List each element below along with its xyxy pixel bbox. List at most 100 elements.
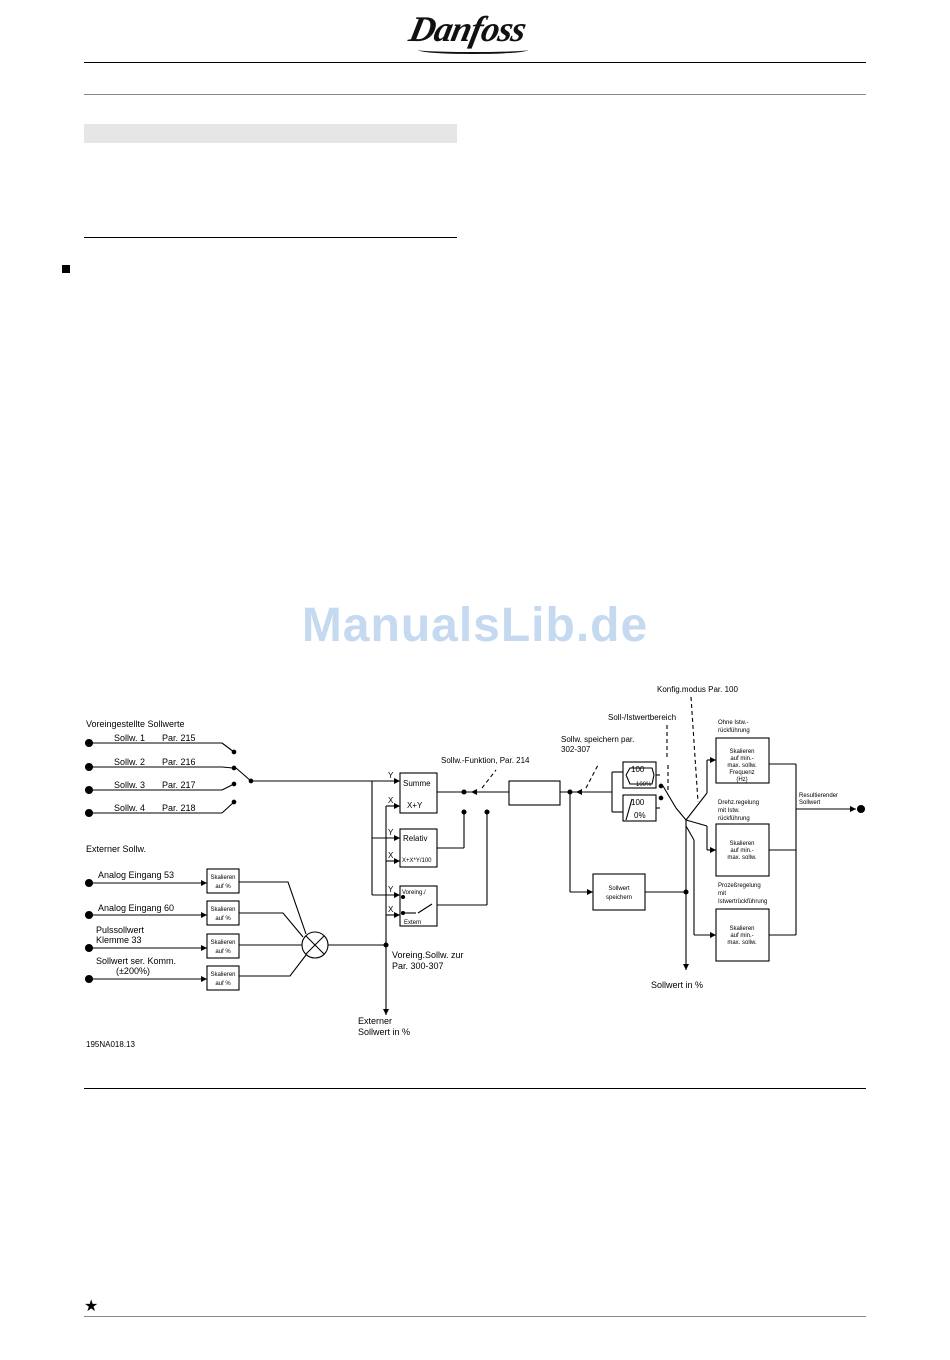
store-output [560, 764, 612, 895]
mode2-title-2: mit Istw. [718, 808, 740, 814]
diagram-label: Par. 218 [162, 803, 196, 813]
diagram-label: 0% [634, 811, 646, 820]
mode1-scale-box: Skalieren auf min.- max. sollw. Frequenz… [715, 737, 770, 784]
footer-rule-bottom [84, 1316, 866, 1317]
mode2-title-1: Drehz.regelung [718, 800, 759, 806]
ext-input-serial-comm: Sollwert ser. Komm. (±200%) Skalieren au… [84, 954, 307, 991]
diagram-label: Y [388, 828, 394, 837]
diagram-label: max. sollw. [727, 855, 757, 861]
section-heading-bar [84, 124, 457, 143]
diagram-label: Klemme 33 [96, 935, 142, 945]
external-group-label: Externer Sollw. [86, 844, 146, 854]
reference-block-diagram: Voreingestellte Sollwerte Sollw. 1 Par. … [84, 685, 866, 1049]
diagram-label: Sollw. 1 [114, 733, 145, 743]
diagram-label: auf min.- [730, 848, 753, 854]
drawing-id: 195NA018.13 [86, 1040, 135, 1049]
diagram-label: Summe [403, 779, 431, 788]
diagram-label: Y [388, 771, 394, 780]
diagram-label: 100 [631, 765, 645, 774]
reference-save-box: Sollwert speichern [592, 873, 689, 911]
diagram-label: Sollw. 3 [114, 780, 145, 790]
diagram-label: X [388, 796, 394, 805]
mode3-title-2: mit [718, 891, 726, 897]
diagram-label: auf min.- [730, 756, 753, 762]
diagram-label: Extern [404, 920, 421, 926]
preset-selector-switch [231, 749, 372, 805]
diagram-label: X [388, 851, 394, 860]
sollw-function-label: Sollw.-Funktion, Par. 214 [441, 756, 530, 765]
diagram-label: Sollw. 4 [114, 803, 145, 813]
relative-block: Relativ X+X*Y/100 [399, 828, 438, 868]
mode1-title-2: rückführung [718, 728, 750, 734]
save-par-label-2: 302-307 [561, 745, 591, 754]
ext-input-pulse-33: Pulssollwert Klemme 33 Skalieren auf % [84, 925, 302, 959]
diagram-label: (±200%) [116, 966, 150, 976]
diagram-label: Analog Eingang 53 [98, 870, 174, 880]
range-selector: 100 -100% 100 0% [611, 761, 687, 822]
logo-swoosh [418, 46, 528, 54]
result-label-2: Sollwert [799, 800, 821, 806]
footer-rule-top [84, 1088, 866, 1089]
mode2-scale-box: Skalieren auf min.- max. sollw. [715, 823, 770, 877]
config-mode-label: Konfig.modus Par. 100 [657, 685, 738, 694]
diagram-label: auf % [215, 949, 231, 955]
section-rule [84, 237, 457, 238]
diagram-label: Pulssollwert [96, 925, 145, 935]
external-out-label-2: Sollwert in % [358, 1027, 410, 1037]
result-label-1: Resultierender [799, 793, 838, 799]
reference-percent-label: Sollwert in % [651, 980, 703, 990]
star-icon: ★ [84, 1298, 99, 1315]
diagram-label: auf % [215, 884, 231, 890]
diagram-label: 100 [631, 798, 645, 807]
header-rule-bottom [84, 94, 866, 95]
diagram-label: speichern [606, 895, 632, 901]
diagram-label: X+Y [407, 801, 423, 810]
range-label: Soll-/Istwertbereich [608, 713, 676, 722]
diagram-label: Skalieren [210, 907, 235, 913]
diagram-label: max. sollw. [727, 763, 757, 769]
ext-input-analog-60: Analog Eingang 60 Skalieren auf % [84, 900, 304, 938]
reference-store-block [508, 780, 561, 806]
diagram-label: Par. 217 [162, 780, 196, 790]
diagram-label: Skalieren [210, 972, 235, 978]
diagram-label: auf min.- [730, 933, 753, 939]
diagram-label: Sollw. 2 [114, 757, 145, 767]
diagram-label: X+X*Y/100 [402, 858, 432, 864]
diagram-label: Frequenz [729, 770, 754, 776]
diagram-label: Skalieren [729, 749, 754, 755]
preset-group-label: Voreingestellte Sollwerte [86, 719, 185, 729]
summing-junction [301, 931, 386, 959]
config-dash [690, 696, 699, 803]
sum-block: Summe X+Y [399, 772, 438, 814]
diagram-label: Analog Eingang 60 [98, 903, 174, 913]
function-bus [371, 778, 400, 1015]
diagram-label: Sollwert [608, 886, 630, 892]
diagram-label: -100% [634, 782, 652, 788]
preset-row-4: Sollw. 4 Par. 218 [84, 801, 235, 818]
diagram-label: (Hz) [736, 777, 747, 783]
diagram-label: Relativ [403, 834, 427, 843]
preset-external-block: Voreing./ Extern [399, 885, 438, 927]
mode2-title-3: rückführung [718, 816, 750, 822]
mode3-title-3: Istwertrückführung [718, 899, 767, 905]
diagram-label: Y [388, 885, 394, 894]
diagram-label: auf % [215, 916, 231, 922]
mode3-title-1: Prozeßregelung [718, 883, 761, 889]
preset-row-3: Sollw. 3 Par. 217 [84, 780, 235, 795]
diagram-label: Skalieren [210, 875, 235, 881]
diagram-label: Voreing./ [402, 890, 426, 896]
danfoss-logo: Danfoss [405, 9, 530, 49]
preset-row-2: Sollw. 2 Par. 216 [84, 757, 234, 772]
mode1-title-1: Ohne Istw.- [718, 720, 748, 726]
diagram-label: auf % [215, 981, 231, 987]
output-combiner [769, 763, 866, 936]
mode-splitter [683, 757, 716, 970]
diagram-label: Skalieren [729, 841, 754, 847]
bullet-square [62, 265, 70, 273]
header-rule-top [84, 62, 866, 63]
mode3-scale-box: Skalieren auf min.- max. sollw. [715, 908, 770, 962]
preset-row-1: Sollw. 1 Par. 215 [84, 733, 235, 753]
diagram-label: Skalieren [729, 926, 754, 932]
diagram-label: max. sollw. [727, 940, 757, 946]
preset-out-label-1: Voreing.Sollw. zur [392, 950, 464, 960]
